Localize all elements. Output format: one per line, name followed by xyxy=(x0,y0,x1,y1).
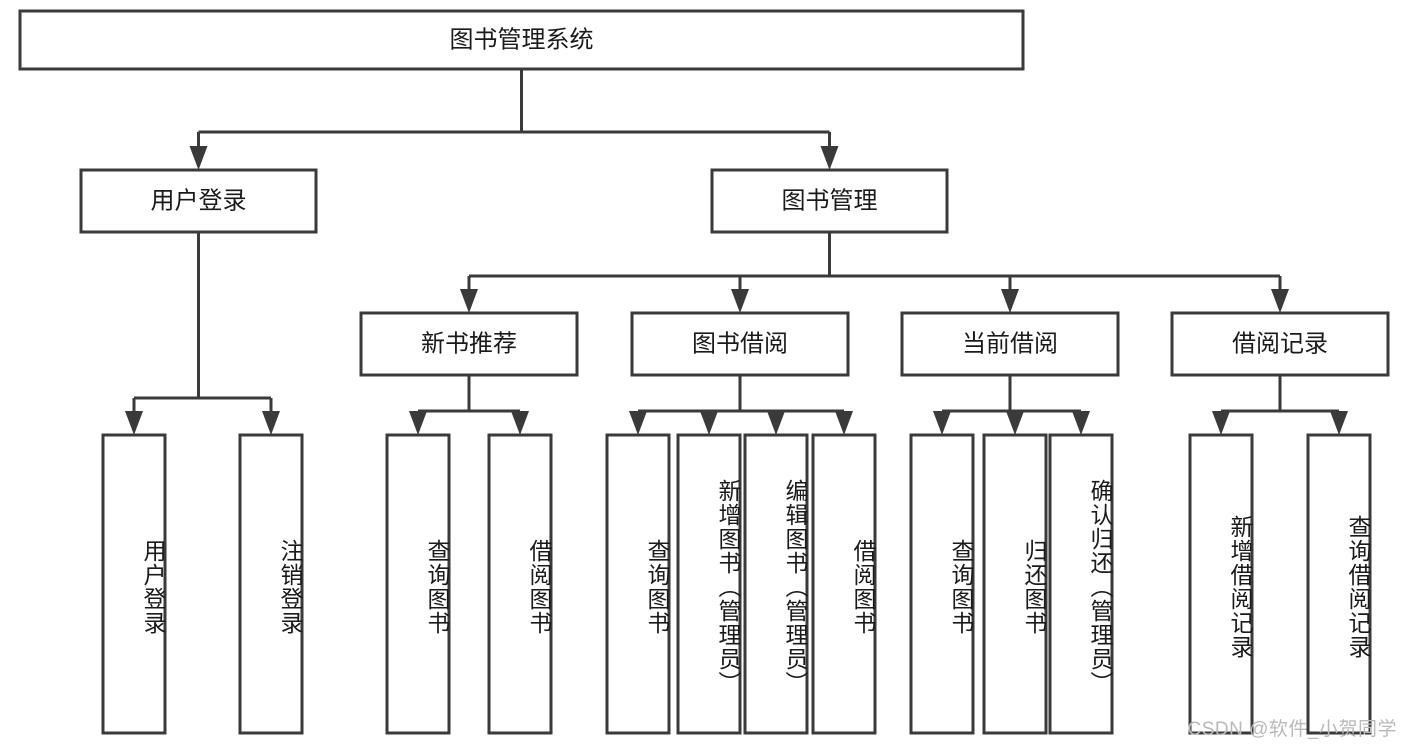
level3-node-box-1[interactable] xyxy=(630,311,850,377)
watermark-text: CSDN @软件_小贺同学 xyxy=(1187,719,1397,740)
arrow-bookmgmt-to-level3-3 xyxy=(1271,289,1289,313)
leaf-node-box-1[interactable] xyxy=(238,433,304,735)
arrow-bookmgmt-to-level3-2 xyxy=(1001,289,1019,313)
level3-node-label-3: 借阅记录 xyxy=(1232,330,1328,357)
leaf-node-box-3[interactable] xyxy=(487,433,553,735)
leaf-node-box-2[interactable] xyxy=(385,433,451,735)
leaf-node-box-6[interactable] xyxy=(743,433,809,735)
arrow-to-leaf-3 xyxy=(511,411,529,435)
level3-node-label-1: 图书借阅 xyxy=(692,330,788,357)
leaf-node-box-4[interactable] xyxy=(605,433,671,735)
leaf-node-box-11[interactable] xyxy=(1188,433,1254,735)
arrow-to-leaf-5 xyxy=(700,411,718,435)
leaf-node-box-5[interactable] xyxy=(676,433,742,735)
level2-node-label-0: 用户登录 xyxy=(151,187,247,214)
leaf-node-box-12[interactable] xyxy=(1306,433,1372,735)
root-node-label: 图书管理系统 xyxy=(450,26,594,53)
arrow-to-leaf-4 xyxy=(629,411,647,435)
level2-node-label-1: 图书管理 xyxy=(782,187,878,214)
arrow-to-leaf-11 xyxy=(1212,411,1230,435)
arrow-to-leaf-0 xyxy=(125,411,143,435)
arrow-root-to-level2-1 xyxy=(820,146,839,170)
arrow-to-leaf-9 xyxy=(1006,411,1024,435)
level3-node-label-0: 新书推荐 xyxy=(421,330,517,357)
arrow-to-leaf-2 xyxy=(409,411,427,435)
arrow-root-to-level2-0 xyxy=(189,146,208,170)
level3-node-label-2: 当前借阅 xyxy=(962,330,1058,357)
level2-node-box-1[interactable] xyxy=(710,168,949,234)
arrow-to-leaf-7 xyxy=(835,411,853,435)
root-node-box[interactable] xyxy=(18,9,1025,71)
leaf-node-box-0[interactable] xyxy=(101,433,167,735)
level3-node-box-2[interactable] xyxy=(900,311,1120,377)
level3-node-box-3[interactable] xyxy=(1170,311,1390,377)
arrow-bookmgmt-to-level3-1 xyxy=(731,289,749,313)
arrow-to-leaf-12 xyxy=(1330,411,1348,435)
arrow-to-leaf-8 xyxy=(933,411,951,435)
leaf-node-box-9[interactable] xyxy=(982,433,1048,735)
level2-node-box-0[interactable] xyxy=(79,168,318,234)
leaf-node-box-8[interactable] xyxy=(909,433,975,735)
leaf-node-box-7[interactable] xyxy=(811,433,877,735)
arrow-to-leaf-1 xyxy=(262,411,280,435)
arrow-to-leaf-10 xyxy=(1072,411,1090,435)
arrow-to-leaf-6 xyxy=(767,411,785,435)
arrow-bookmgmt-to-level3-0 xyxy=(460,289,478,313)
level3-node-box-0[interactable] xyxy=(359,311,579,377)
boxes-layer xyxy=(18,9,1390,735)
connectors-layer xyxy=(125,69,1348,435)
leaf-node-box-10[interactable] xyxy=(1048,433,1114,735)
